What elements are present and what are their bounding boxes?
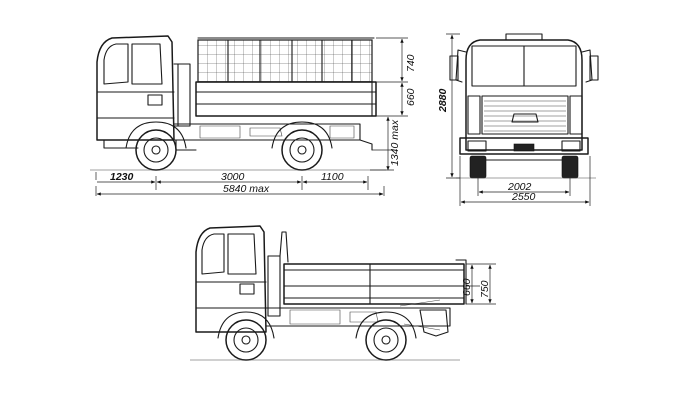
rear-wheel	[281, 129, 323, 171]
dim-lower-body-height: 750	[479, 280, 491, 298]
flatbed-body	[283, 263, 465, 305]
front-bumper	[459, 137, 589, 155]
front-wheel-left	[469, 155, 487, 179]
dim-wheelbase: 3000	[221, 171, 245, 183]
side-view-upper	[90, 35, 386, 171]
cargo-body	[195, 81, 377, 117]
dimension-lines-front	[446, 33, 591, 206]
front-wheel	[135, 129, 177, 171]
grille	[481, 95, 569, 135]
dim-body-upper: 740	[405, 54, 417, 72]
dim-platform-height: 1340 max	[389, 119, 401, 166]
dimension-lines-side	[95, 37, 408, 196]
dim-body-lower: 660	[405, 88, 417, 106]
chassis-frame-lower	[265, 307, 451, 327]
cab-outline	[96, 35, 175, 141]
mesh-extension	[197, 39, 373, 83]
dim-front-overhang: 1230	[110, 171, 134, 183]
chassis-frame	[173, 123, 361, 141]
dim-lower-body-side: 660	[461, 278, 473, 296]
cab-front-outline	[465, 39, 583, 151]
dim-track-width: 2002	[507, 181, 532, 193]
dim-overall-height: 2880	[437, 88, 449, 113]
dimension-lines-lower	[466, 263, 496, 305]
front-wheel-right	[561, 155, 579, 179]
front-view	[449, 33, 599, 179]
dim-rear-overhang: 1100	[321, 171, 344, 183]
dim-overall-width: 2550	[511, 191, 536, 203]
dim-overall-length: 5840 max	[223, 183, 270, 195]
cab-outline-lower	[195, 225, 267, 333]
side-view-lower	[190, 225, 467, 361]
front-wheel-lower	[225, 319, 267, 361]
